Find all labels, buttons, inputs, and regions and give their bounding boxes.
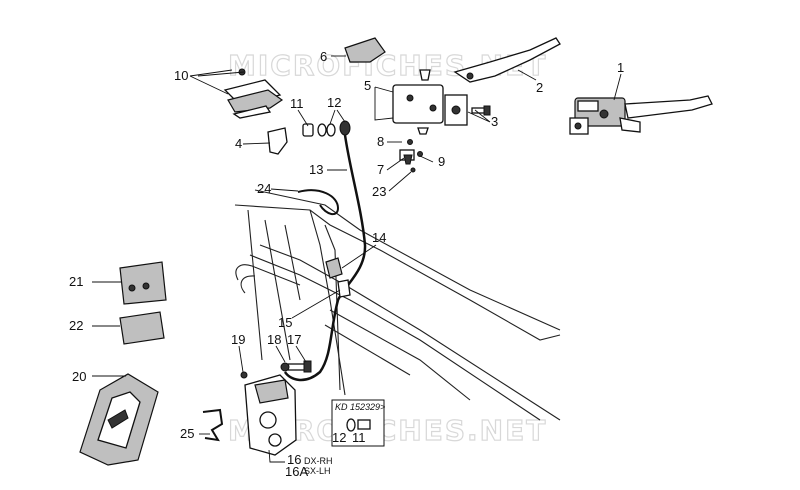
callout-23: 23 (372, 184, 386, 199)
hose-clamp (399, 139, 423, 173)
brake-lever (453, 37, 561, 83)
callout-12: 12 (327, 95, 341, 110)
callout-21: 21 (69, 274, 83, 289)
callout-19: 19 (231, 332, 245, 347)
callout-24: 24 (257, 181, 271, 196)
hose-guides (325, 257, 351, 298)
caliper-bolts (240, 360, 312, 379)
callout-5: 5 (364, 78, 371, 93)
brake-pads (79, 373, 159, 466)
inset-title: KD 152329> (335, 402, 385, 412)
inset-box: KD 152329> 12 11 (331, 399, 385, 447)
callout-18: 18 (267, 332, 281, 347)
callout-16: 16 (287, 452, 301, 467)
pad-spring (202, 408, 224, 442)
pads-box-21 (119, 261, 167, 305)
callout-14: 14 (372, 230, 386, 245)
inset-callout-11: 11 (352, 430, 366, 445)
callout-11: 11 (290, 96, 304, 111)
brake-caliper (244, 374, 297, 456)
callout-7: 7 (377, 162, 384, 177)
callout-16a: 16A (285, 464, 308, 479)
pads-box-22 (119, 311, 165, 345)
leader-lines (92, 55, 622, 463)
banjo-fitting (302, 120, 351, 137)
label-dx-rh: DX-RH (304, 456, 333, 466)
callout-1: 1 (617, 60, 624, 75)
label-sx-lh: SX-LH (304, 466, 331, 476)
callout-17: 17 (287, 332, 301, 347)
master-cylinder-body (392, 69, 468, 135)
inset-callout-12: 12 (332, 430, 346, 445)
reservoir-cover (223, 68, 284, 119)
callout-22: 22 (69, 318, 83, 333)
callout-25: 25 (180, 426, 194, 441)
lever-cover (344, 37, 386, 63)
callout-8: 8 (377, 134, 384, 149)
hose-clip (297, 189, 340, 216)
callout-3: 3 (491, 114, 498, 129)
front-master-cylinder-assembly (569, 95, 713, 135)
callout-2: 2 (536, 80, 543, 95)
callout-20: 20 (72, 369, 86, 384)
callout-13: 13 (309, 162, 323, 177)
clamp-screw (471, 105, 491, 116)
callout-9: 9 (438, 154, 445, 169)
callout-6: 6 (320, 49, 327, 64)
reservoir-cap (267, 127, 288, 155)
callout-10: 10 (174, 68, 188, 83)
frame-tubes (234, 189, 561, 421)
callout-15: 15 (278, 315, 292, 330)
callout-4: 4 (235, 136, 242, 151)
